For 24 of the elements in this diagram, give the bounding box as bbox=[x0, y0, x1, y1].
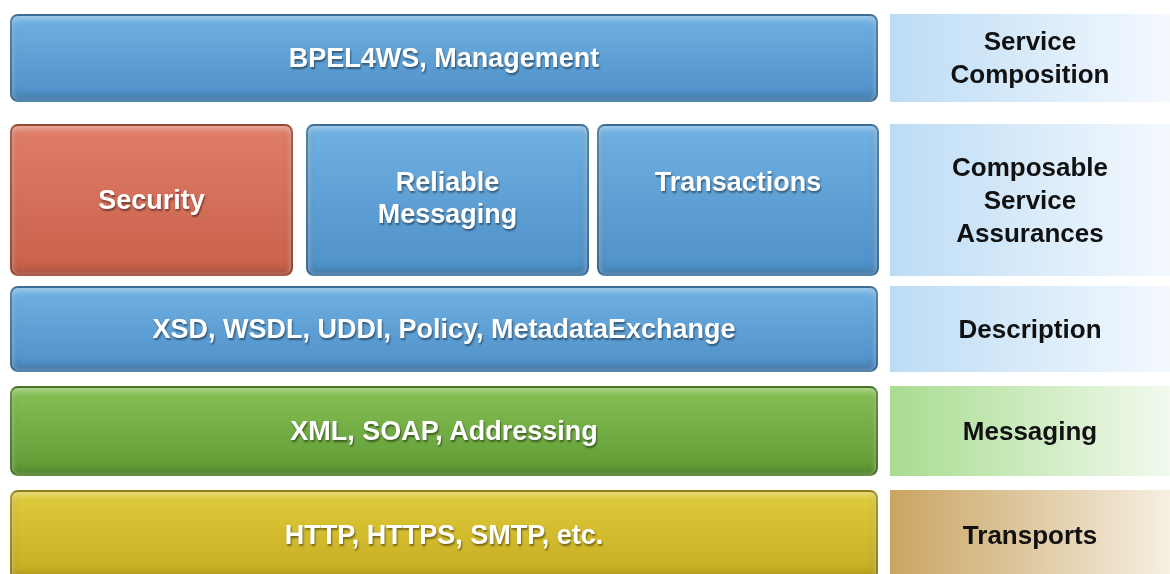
layer-label-panel bbox=[890, 490, 1170, 574]
layer-bar bbox=[10, 14, 878, 102]
layer-name: Composable Service Assurances bbox=[951, 150, 1109, 250]
layer-text: HTTP, HTTPS, SMTP, etc. bbox=[284, 519, 604, 551]
layer-bar bbox=[306, 124, 589, 276]
layer-bar bbox=[10, 286, 878, 372]
layer-text: XSD, WSDL, UDDI, Policy, MetadataExchange bbox=[152, 313, 736, 345]
layer-text: Reliable Messaging bbox=[376, 166, 519, 230]
layer-bar bbox=[10, 124, 293, 276]
layer-name: Service Composition bbox=[949, 25, 1111, 91]
layer-text: BPEL4WS, Management bbox=[288, 42, 600, 74]
layer-label-panel bbox=[890, 386, 1170, 476]
layer-label-panel bbox=[890, 286, 1170, 372]
layer-name: Transports bbox=[962, 518, 1098, 552]
layer-label-panel bbox=[890, 14, 1170, 102]
layer-name: Description bbox=[958, 312, 1102, 346]
layer-label-panel bbox=[890, 124, 1170, 276]
layer-text: Transactions bbox=[654, 166, 822, 198]
layer-text: Security bbox=[98, 184, 205, 216]
layer-bar bbox=[10, 386, 878, 476]
layer-bar bbox=[597, 124, 879, 276]
layer-name: Messaging bbox=[962, 414, 1098, 448]
layer-text: XML, SOAP, Addressing bbox=[290, 415, 598, 447]
layer-bar bbox=[10, 490, 878, 574]
